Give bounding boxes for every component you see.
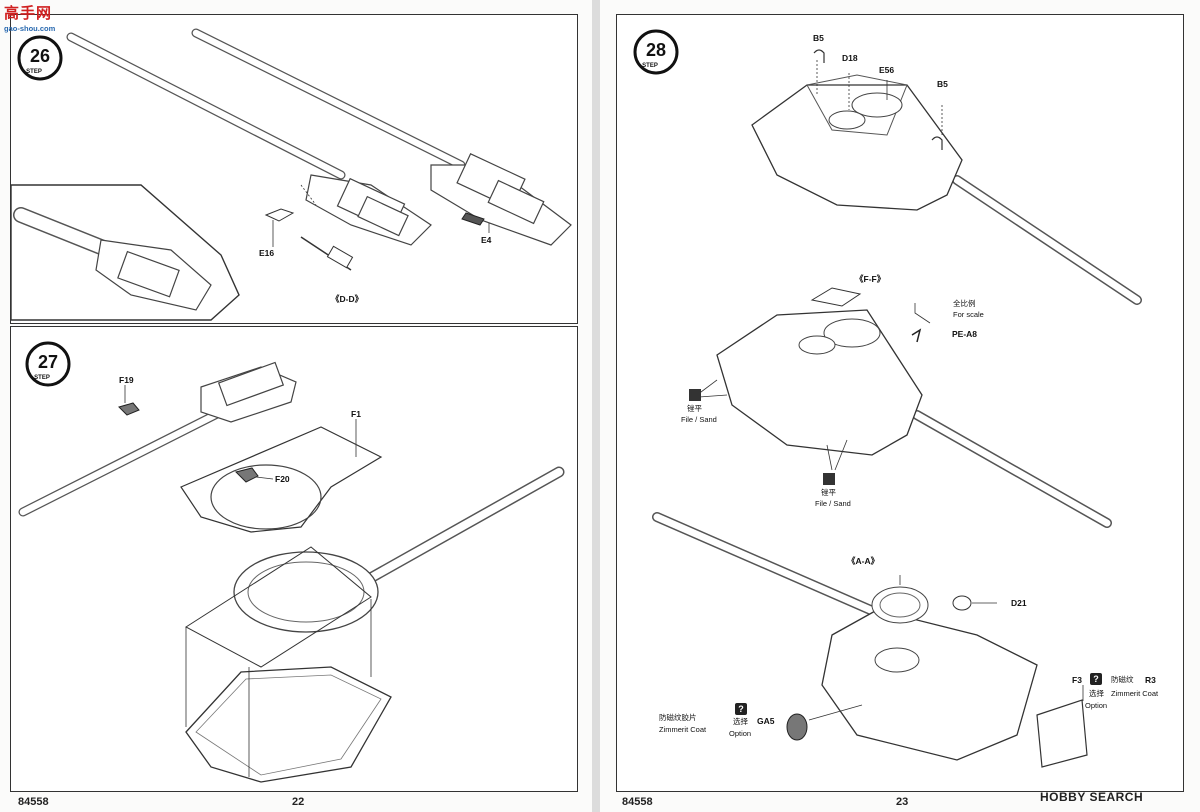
svg-text:STEP: STEP (26, 69, 42, 75)
part-label-e56: E56 (879, 65, 895, 75)
step-26-panel: 26 STEP E16 E4 《D-D》 (10, 14, 578, 324)
detail-label-d-d: 《D-D》 (331, 294, 364, 304)
step-26-badge: 26 STEP (17, 35, 63, 81)
part-d21-shape (952, 595, 972, 611)
detail-label-f-f: 《F-F》 (855, 274, 886, 284)
option-en-right: Option (1085, 701, 1108, 710)
left-page-code: 84558 (18, 796, 49, 808)
file-sand-icon-bottom (823, 473, 835, 485)
part-e4-shape (461, 212, 485, 226)
option-question-icon-ga5: ? (735, 703, 747, 715)
scale-label-cn: 全比例 (953, 299, 976, 308)
right-page: 28 STEP B5 D18 E56 B5 《F-F》 全比例 For scal… (600, 0, 1200, 812)
detail-d-d-shape (300, 236, 354, 271)
right-page-code: 84558 (622, 796, 653, 808)
file-sand-icon-left (689, 389, 701, 401)
step-27-panel: 27 STEP F19 F1 F20 (10, 326, 578, 792)
zimmerit-en-right: Zimmerit Coat (1111, 689, 1159, 698)
gun-breech-right (430, 153, 572, 246)
part-f20-shape (235, 467, 259, 483)
file-sand-en-left: File / Sand (681, 415, 717, 424)
detail-label-a-a: 《A-A》 (847, 556, 880, 566)
option-en-left: Option (729, 729, 752, 738)
part-label-b5-left: B5 (813, 33, 824, 43)
part-label-d21: D21 (1011, 598, 1027, 608)
part-label-ga5: GA5 (757, 716, 775, 726)
part-label-e4: E4 (481, 235, 492, 245)
step-28-drawing (652, 49, 1142, 768)
zimmerit-sheet-cn: 防磁纹胶片 (659, 713, 697, 722)
file-sand-cn-left: 锉平 (687, 404, 702, 413)
plate-f1 (180, 426, 383, 533)
part-label-pe-a8: PE-A8 (952, 329, 978, 339)
gun-breech (200, 361, 297, 423)
part-f3-shape (1036, 699, 1088, 768)
part-label-f20: F20 (275, 474, 290, 484)
step-26-drawing (11, 28, 572, 321)
file-sand-cn-bottom: 锉平 (821, 488, 836, 497)
step-27-drawing (18, 361, 565, 783)
svg-text:27: 27 (38, 352, 58, 372)
watermark-hobby-search: HOBBY SEARCH (1040, 790, 1144, 804)
gun-breech-left (305, 174, 432, 246)
svg-text:28: 28 (646, 40, 666, 60)
part-label-b5-right: B5 (937, 79, 948, 89)
scale-label-en: For scale (953, 310, 984, 319)
left-page: 26 STEP E16 E4 《D-D》 (0, 0, 592, 812)
watermark-site-cn: 高手网 (4, 5, 53, 22)
part-f19-shape (118, 402, 140, 416)
part-pe-a8-shape (911, 328, 922, 343)
zimmerit-en-left: Zimmerit Coat (659, 725, 707, 734)
svg-text:STEP: STEP (34, 375, 50, 381)
option-cn-right: 选择 (1089, 689, 1104, 698)
zimmerit-cn-right: 防磁纹 (1111, 675, 1134, 684)
part-label-d18: D18 (842, 53, 858, 63)
option-cn-left: 选择 (733, 717, 748, 726)
part-label-r3: R3 (1145, 675, 1156, 685)
turret-ring (233, 551, 379, 633)
part-e16-shape (264, 208, 295, 222)
file-sand-en-bottom: File / Sand (815, 499, 851, 508)
step-28-panel: 28 STEP B5 D18 E56 B5 《F-F》 全比例 For scal… (616, 14, 1184, 792)
svg-text:STEP: STEP (642, 63, 658, 69)
turret-roof (185, 546, 372, 668)
part-label-e16: E16 (259, 248, 275, 258)
turret-top-view-1 (751, 84, 963, 211)
option-question-icon-f3: ? (1090, 673, 1102, 685)
part-label-f3: F3 (1072, 675, 1082, 685)
turret-body (185, 666, 392, 783)
right-page-number: 23 (896, 796, 909, 808)
left-page-number: 22 (292, 796, 305, 808)
step-28-badge: 28 STEP (633, 29, 679, 75)
detail-f-f-shape (810, 287, 862, 307)
turret-bottom-view (821, 609, 1038, 761)
turret-top-view-2 (716, 309, 923, 456)
step-27-badge: 27 STEP (25, 341, 71, 387)
part-label-f19: F19 (119, 375, 134, 385)
watermark-site-url: gao-shou.com (4, 24, 56, 33)
part-label-f1: F1 (351, 409, 361, 419)
part-ga5-shape (786, 713, 808, 741)
svg-text:26: 26 (30, 46, 50, 66)
